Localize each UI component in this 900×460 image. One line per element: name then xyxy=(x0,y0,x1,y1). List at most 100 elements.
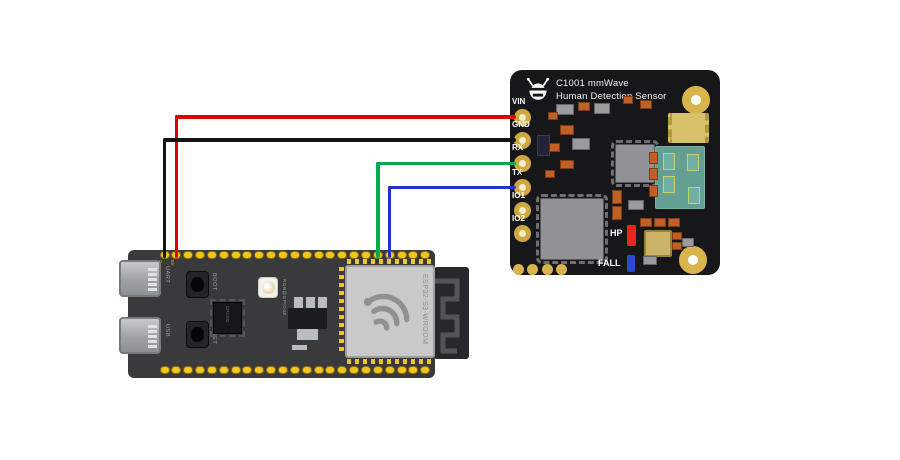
esp32-top-pin xyxy=(313,251,324,259)
esp32-bottom-pin xyxy=(278,366,288,374)
castellated-pad xyxy=(527,263,538,275)
espressif-logo-icon xyxy=(363,293,410,331)
smd-component xyxy=(643,256,657,265)
antenna-patch xyxy=(663,153,675,170)
esp32-bottom-pin xyxy=(230,366,241,374)
uart-usb-connector xyxy=(119,260,161,297)
rgb-led xyxy=(258,277,278,298)
smd-component xyxy=(560,160,574,169)
fall-led xyxy=(627,255,635,272)
reset-button-cap xyxy=(191,327,204,342)
radar-processor-chip xyxy=(536,194,608,264)
esp32-wroom-module: ESP32-S3-WROOM xyxy=(345,265,435,358)
esp32-top-pin xyxy=(360,251,371,259)
esp32-bottom-pin xyxy=(218,366,229,374)
esp32-top-pin xyxy=(349,251,360,259)
smd-component xyxy=(572,138,590,150)
module-castellation-top xyxy=(347,259,433,264)
regulator-leg xyxy=(294,297,303,308)
esp32-bottom-pin xyxy=(206,366,217,374)
power-wire-vertical xyxy=(174,115,179,258)
esp32-top-pin xyxy=(420,251,431,259)
esp32-top-pin xyxy=(183,251,194,259)
esp32-top-pin xyxy=(254,251,265,259)
esp32-bottom-pin xyxy=(325,366,336,374)
esp32-bottom-pin xyxy=(349,366,360,374)
esp32-top-pin xyxy=(301,251,312,259)
smd-component xyxy=(545,170,555,178)
voltage-regulator xyxy=(288,308,327,329)
sensor-pin-label-vin: VIN xyxy=(512,97,526,106)
reset-button xyxy=(186,321,209,348)
esp32-bottom-pin xyxy=(313,366,324,374)
smd-component xyxy=(594,103,610,114)
esp32-top-pin xyxy=(195,251,206,259)
ground-wire-horizontal xyxy=(162,138,516,142)
sensor-pin-label-gnd: GND xyxy=(512,120,530,129)
soic8-chip xyxy=(668,113,709,143)
esp32-bottom-pin xyxy=(254,366,265,374)
sensor-pin-pad-vin xyxy=(513,108,531,126)
smd-component xyxy=(649,185,658,197)
castellated-pad xyxy=(556,263,567,275)
esp32-pin-label-5v: 5V xyxy=(170,260,175,266)
uart-connector-label: UART xyxy=(164,266,170,284)
ground-wire-vertical xyxy=(162,138,167,258)
esp32-top-pin xyxy=(242,251,253,259)
mounting-hole xyxy=(682,86,710,114)
esp32-bottom-pin xyxy=(396,366,407,374)
esp32-bottom-pin xyxy=(183,366,194,374)
sensor-title-line1: C1001 mmWave xyxy=(556,78,629,89)
antenna-patch xyxy=(687,154,699,171)
sensor-pin-label-io1: IO1 xyxy=(512,190,525,200)
smd-component xyxy=(548,112,558,120)
smd-component xyxy=(556,104,574,115)
mounting-hole xyxy=(679,246,707,274)
sensor-pin-pad-rx xyxy=(513,154,531,172)
esp32-bottom-pin xyxy=(289,366,300,374)
smd-component xyxy=(672,232,682,240)
smd-component xyxy=(682,238,694,247)
esp32-top-pin xyxy=(218,251,229,259)
esp32-bottom-pin xyxy=(171,366,182,374)
smd-component xyxy=(560,125,574,135)
regulator-tab xyxy=(297,329,318,340)
sensor-pin-label-tx: TX xyxy=(512,167,523,177)
power-wire-horizontal xyxy=(174,115,516,119)
antenna-patch xyxy=(663,176,675,193)
sensor-pin-label-rx: RX xyxy=(512,143,524,153)
smd-component xyxy=(537,135,550,156)
esp32-module-label: ESP32-S3-WROOM xyxy=(421,274,428,345)
sensor-pin-pad-io1 xyxy=(513,202,531,219)
castellated-pad xyxy=(541,263,553,275)
boot-button-label: BOOT xyxy=(211,273,217,291)
esp32-top-pin xyxy=(266,251,277,259)
dfrobot-beetle-icon xyxy=(526,77,550,100)
hp-led-label: HP xyxy=(610,228,623,238)
smd-component xyxy=(628,200,644,210)
boot-button-cap xyxy=(191,277,204,292)
secondary-chip xyxy=(611,140,659,187)
smd-component xyxy=(578,102,590,111)
tx-wire-vertical xyxy=(387,185,392,258)
esp32-bottom-pin xyxy=(384,366,395,374)
tx-wire-horizontal xyxy=(387,185,516,190)
esp32-bottom-pin xyxy=(159,366,170,374)
smd-component xyxy=(623,96,633,104)
esp32-s3-board: UART USB BOOT RESET CP2102 RGB@GPIO48 xyxy=(119,250,435,378)
usb-connector-label: USB xyxy=(164,324,170,338)
module-castellation-bottom xyxy=(347,359,433,364)
esp32-top-pin xyxy=(337,251,348,259)
smd-component xyxy=(649,168,658,180)
smd-component xyxy=(640,218,652,227)
smd-component xyxy=(612,190,622,204)
esp32-top-pin xyxy=(396,251,407,259)
oscillator-component xyxy=(644,230,672,257)
esp32-top-pin xyxy=(206,251,217,259)
esp32-top-pin xyxy=(325,251,336,259)
smd-component xyxy=(612,206,622,220)
esp32-bottom-pin xyxy=(360,366,371,374)
rx-wire-horizontal xyxy=(376,161,516,166)
esp32-bottom-pin xyxy=(337,366,348,374)
